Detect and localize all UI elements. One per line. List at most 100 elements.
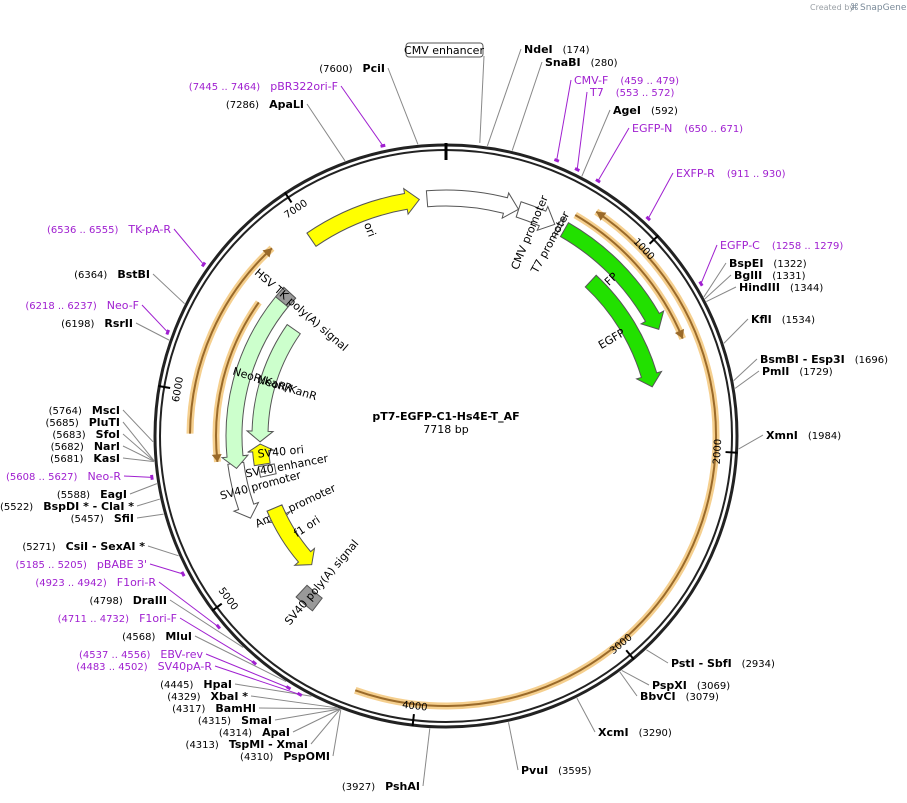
enzyme-site[interactable]: CsiI - SexAI *(5271) bbox=[22, 540, 179, 557]
enzyme-position: (3595) bbox=[558, 766, 591, 777]
enzyme-site[interactable]: SfiI(5457) bbox=[71, 512, 164, 525]
enzyme-position: (4315) bbox=[198, 716, 231, 727]
primer-neo-f[interactable]: Neo-F(6218 .. 6237) bbox=[25, 299, 170, 335]
primer-name: pBABE 3' bbox=[97, 558, 147, 571]
primer-mark bbox=[150, 474, 154, 480]
feature-sv40-ori[interactable]: SV40 ori bbox=[247, 443, 305, 467]
feature-shape bbox=[515, 201, 556, 232]
enzyme-name: ApaI bbox=[262, 726, 290, 739]
enzyme-position: (3290) bbox=[639, 728, 672, 739]
primer-egfp-n[interactable]: EGFP-N(650 .. 671) bbox=[595, 122, 743, 184]
tick-label: 4000 bbox=[402, 700, 429, 714]
enzyme-site[interactable]: RsrII(6198) bbox=[61, 317, 170, 341]
enzyme-site[interactable]: KflI(1534) bbox=[723, 313, 815, 344]
primer-exfp-r[interactable]: EXFP-R(911 .. 930) bbox=[645, 167, 786, 222]
primer-egfp-c[interactable]: EGFP-C(1258 .. 1279) bbox=[698, 239, 844, 287]
enzyme-site[interactable]: KasI(5681) bbox=[50, 452, 155, 465]
primer-leader bbox=[576, 91, 588, 170]
enzyme-site[interactable]: PstI - SbfI(2934) bbox=[646, 649, 775, 670]
enzyme-site[interactable]: XcmI(3290) bbox=[576, 697, 672, 739]
enzyme-site[interactable]: BstBI(6364) bbox=[74, 268, 185, 305]
enzyme-site[interactable]: PshAI(3927) bbox=[342, 728, 431, 793]
enzyme-leader bbox=[122, 409, 154, 443]
enzyme-name: PspXI bbox=[652, 679, 687, 692]
enzyme-site[interactable]: PluTI(5685) bbox=[45, 416, 155, 461]
enzyme-leader bbox=[122, 457, 155, 463]
primer-f1ori-r[interactable]: F1ori-R(4923 .. 4942) bbox=[35, 576, 222, 630]
plasmid-name: pT7-EGFP-C1-Hs4E-T_AF bbox=[372, 410, 519, 423]
enzyme-site[interactable]: BsmBI - Esp3I(1696) bbox=[733, 353, 888, 382]
enzyme-name: SfiI bbox=[114, 512, 134, 525]
enzyme-name: RsrII bbox=[104, 317, 133, 330]
enzyme-leader bbox=[306, 103, 346, 162]
enzyme-site[interactable]: BspEI(1322) bbox=[703, 257, 807, 298]
primer-ebv-rev[interactable]: EBV-rev(4537 .. 4556) bbox=[79, 648, 292, 691]
primer-neo-r[interactable]: Neo-R(5608 .. 5627) bbox=[6, 470, 154, 483]
primer-f1ori-f[interactable]: F1ori-F(4711 .. 4732) bbox=[58, 612, 258, 666]
primer-mark bbox=[645, 215, 652, 222]
feature-f1-ori[interactable]: f1 ori bbox=[266, 504, 323, 566]
primer-pbr322ori-f[interactable]: pBR322ori-F(7445 .. 7464) bbox=[189, 80, 386, 148]
primer-t7[interactable]: T7(553 .. 572) bbox=[574, 86, 675, 172]
enzyme-site[interactable]: BglII(1331) bbox=[704, 269, 806, 300]
primer-range: (4923 .. 4942) bbox=[35, 578, 107, 589]
enzyme-site[interactable]: BspDI * - ClaI *(5522) bbox=[0, 498, 161, 513]
feature-ori[interactable]: ori bbox=[306, 187, 421, 247]
enzyme-site[interactable]: NarI(5682) bbox=[51, 440, 155, 462]
primer-mark bbox=[251, 660, 258, 666]
map-center: pT7-EGFP-C1-Hs4E-T_AF 7718 bp bbox=[372, 410, 519, 436]
enzyme-site[interactable]: PspOMI(4310) bbox=[240, 709, 342, 763]
enzyme-position: (4445) bbox=[160, 680, 193, 691]
enzyme-site[interactable]: SfoI(5683) bbox=[52, 428, 155, 462]
primer-leader bbox=[647, 172, 674, 219]
enzyme-site[interactable]: PmlI(1729) bbox=[734, 365, 833, 389]
enzyme-site[interactable]: TspMI - XmaI(4313) bbox=[186, 708, 341, 751]
enzyme-site[interactable]: SmaI(4315) bbox=[198, 708, 340, 727]
primer-name: SV40pA-R bbox=[158, 660, 213, 673]
primer-tk-pa-r[interactable]: TK-pA-R(6536 .. 6555) bbox=[47, 223, 207, 268]
primer-mark bbox=[296, 691, 303, 697]
enzyme-name: CsiI - SexAI * bbox=[66, 540, 146, 553]
enzyme-site[interactable]: PciI(7600) bbox=[319, 62, 419, 145]
enzyme-position: (6364) bbox=[74, 270, 107, 281]
enzyme-position: (3069) bbox=[697, 681, 730, 692]
enzyme-leader bbox=[169, 599, 244, 648]
enzyme-leader bbox=[129, 483, 158, 495]
enzyme-site[interactable]: DraIII(4798) bbox=[89, 594, 244, 648]
primer-range: (911 .. 930) bbox=[727, 169, 786, 180]
primer-range: (4711 .. 4732) bbox=[58, 614, 130, 625]
feature-cmv-enhancer[interactable]: CMV enhancer bbox=[404, 42, 520, 220]
enzyme-site[interactable]: EagI(5588) bbox=[57, 483, 158, 501]
enzyme-site[interactable]: PvuI(3595) bbox=[507, 722, 592, 777]
enzyme-site[interactable]: MluI(4568) bbox=[122, 630, 287, 682]
enzyme-site[interactable]: SnaBI(280) bbox=[511, 56, 618, 151]
enzyme-site[interactable]: BbvCI(3079) bbox=[619, 671, 719, 703]
enzyme-leader bbox=[703, 262, 727, 298]
enzyme-name: AgeI bbox=[613, 104, 641, 117]
feature-shape bbox=[247, 443, 276, 467]
feature-label: CMV enhancer bbox=[404, 44, 484, 57]
primer-sv40pa-r[interactable]: SV40pA-R(4483 .. 4502) bbox=[76, 660, 303, 697]
enzyme-leader bbox=[706, 286, 737, 303]
enzyme-name: BglII bbox=[734, 269, 762, 282]
primer-name: EGFP-C bbox=[720, 239, 760, 252]
feature-egfp[interactable]: EGFP bbox=[584, 274, 663, 388]
enzyme-leader bbox=[486, 48, 522, 147]
enzyme-site[interactable]: ApaLI(7286) bbox=[226, 98, 346, 162]
enzyme-site[interactable]: BamHI(4317) bbox=[172, 702, 340, 715]
enzyme-site[interactable]: ApaI(4314) bbox=[219, 708, 341, 739]
enzyme-leader bbox=[274, 708, 340, 721]
enzyme-site[interactable]: MscI(5764) bbox=[49, 404, 154, 443]
enzyme-site[interactable]: NdeI(174) bbox=[486, 43, 590, 147]
enzyme-site[interactable]: AgeI(592) bbox=[581, 104, 678, 177]
primer-mark bbox=[200, 261, 207, 268]
primer-cmv-f[interactable]: CMV-F(459 .. 479) bbox=[553, 74, 679, 163]
enzyme-site[interactable]: XbaI *(4329) bbox=[167, 690, 337, 709]
enzyme-site[interactable]: HindIII(1344) bbox=[706, 281, 823, 303]
enzyme-site[interactable]: XmnI(1984) bbox=[738, 429, 842, 450]
enzyme-leader bbox=[122, 433, 155, 462]
enzyme-site[interactable]: PspXI (3069) bbox=[621, 670, 731, 692]
primer-layer: CMV-F(459 .. 479)T7(553 .. 572)EGFP-N(65… bbox=[6, 74, 844, 697]
primer-pbabe-3-[interactable]: pBABE 3'(5185 .. 5205) bbox=[16, 558, 186, 577]
